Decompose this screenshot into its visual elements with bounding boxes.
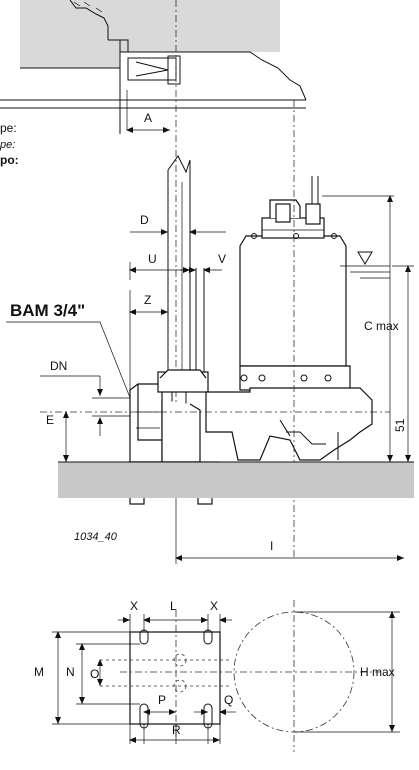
dimension-i: I xyxy=(175,498,404,564)
label-r: R xyxy=(172,723,181,737)
label-e: E xyxy=(46,413,54,427)
label-p: P xyxy=(158,693,166,707)
dimension-a: A xyxy=(126,90,170,133)
label-h-max: H max xyxy=(360,665,395,679)
header-label-2: pe: xyxy=(0,139,15,151)
label-q: Q xyxy=(224,693,233,707)
header-label-1: pe: xyxy=(0,121,17,135)
guide-pipe xyxy=(167,155,205,378)
label-x-right: X xyxy=(210,599,218,613)
label-l: L xyxy=(170,599,177,613)
dimension-c-max: C max xyxy=(322,195,399,462)
dimension-pqr: P Q R xyxy=(129,693,236,744)
label-i: I xyxy=(270,539,273,553)
dimension-u: U xyxy=(129,252,190,280)
model-label: BAM 3/4" xyxy=(10,301,85,320)
dimension-e: E xyxy=(46,411,69,462)
dimension-51: 51 xyxy=(392,265,414,462)
dimension-v: V xyxy=(180,252,226,273)
plan-view xyxy=(100,600,380,752)
floor xyxy=(58,462,414,498)
dimension-mno: M N O xyxy=(34,631,140,725)
label-x-left: X xyxy=(130,599,138,613)
dimension-h-max: H max xyxy=(294,611,400,733)
label-z: Z xyxy=(144,293,151,307)
label-c-max: C max xyxy=(364,319,399,333)
label-o: O xyxy=(90,667,99,681)
drawing-code: 1034_40 xyxy=(74,531,118,543)
dimension-dn: DN xyxy=(40,359,130,436)
label-51: 51 xyxy=(393,418,407,432)
label-n: N xyxy=(66,665,75,679)
label-v: V xyxy=(218,252,226,266)
label-a: A xyxy=(144,111,152,125)
header-label-3: po: xyxy=(0,153,19,167)
model-leader xyxy=(6,321,151,449)
water-level xyxy=(340,251,390,279)
label-u: U xyxy=(148,252,157,266)
label-dn: DN xyxy=(50,359,67,373)
dimension-xlx: X L X xyxy=(118,599,232,632)
label-m: M xyxy=(34,665,44,679)
label-d: D xyxy=(140,213,149,227)
dimension-d: D xyxy=(130,213,226,238)
pump-body xyxy=(205,176,373,461)
top-detail xyxy=(0,0,307,134)
